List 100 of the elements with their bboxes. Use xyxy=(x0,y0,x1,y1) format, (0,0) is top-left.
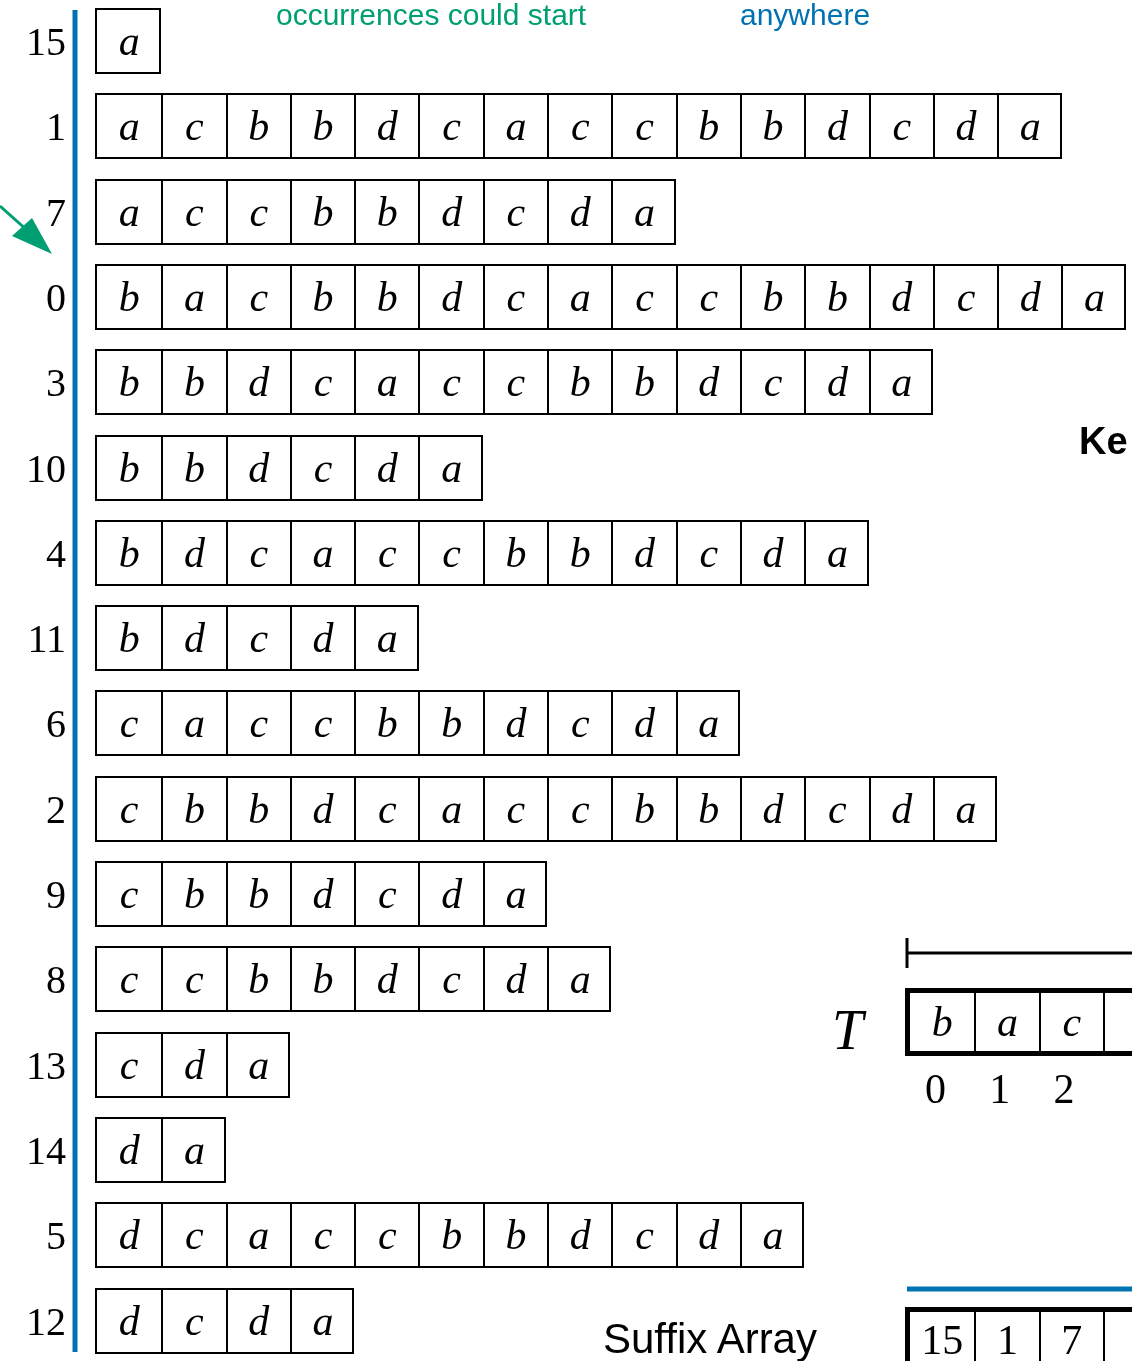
letter-cell: d xyxy=(482,948,548,1011)
letter-cell: a xyxy=(161,1118,226,1181)
letter-cell: b xyxy=(418,692,483,755)
suffix-index: 6 xyxy=(46,704,66,745)
letter-cell: c xyxy=(482,265,548,328)
letter-cell: c xyxy=(804,777,869,840)
letter-cell: d xyxy=(225,1289,290,1352)
letter-cell: a xyxy=(547,265,612,328)
letter-cell: a xyxy=(739,1204,805,1267)
letter-cell: c xyxy=(161,1204,226,1267)
letter-cell: b xyxy=(675,95,740,158)
letter-cell: c xyxy=(225,521,290,584)
letter-cell: d xyxy=(675,351,740,414)
letter-cell: c xyxy=(868,95,933,158)
letter-cell: a xyxy=(161,265,226,328)
letter-cell: d xyxy=(804,351,869,414)
letter-cell: a xyxy=(1061,265,1126,328)
letter-cell: c xyxy=(675,521,740,584)
suffix-row xyxy=(95,1031,290,1098)
index-cell: 7 xyxy=(1038,1312,1103,1361)
letter-cell: b xyxy=(225,95,290,158)
suffix-row xyxy=(95,605,419,672)
letter-cell: a xyxy=(225,1033,290,1096)
letter-cell: a xyxy=(482,95,548,158)
index-cell-text: 15 xyxy=(920,1316,965,1361)
letter-cell: c xyxy=(289,436,355,499)
suffix-row xyxy=(95,178,676,245)
suffix-row xyxy=(95,1287,355,1354)
letter-cell: d xyxy=(739,521,805,584)
letter-cell: b xyxy=(289,180,355,243)
letter-cell: c xyxy=(161,948,226,1011)
letter-cell: c xyxy=(161,180,226,243)
letter-cell: c xyxy=(289,351,355,414)
letter-cell: b xyxy=(547,351,612,414)
letter-cell: c xyxy=(611,1204,676,1267)
letter-cell: b xyxy=(804,265,869,328)
letter-cell: a xyxy=(974,993,1039,1051)
letter-cell: c xyxy=(289,692,355,755)
letter-cell: b xyxy=(547,521,612,584)
letter-cell: b xyxy=(611,777,676,840)
letter-cell: c xyxy=(547,777,612,840)
letter-cell: c xyxy=(354,1204,419,1267)
suffix-index: 1 xyxy=(46,107,66,148)
letter-cell-text: c xyxy=(118,699,140,749)
letter-cell: a xyxy=(225,1204,290,1267)
suffix-row xyxy=(95,946,612,1013)
heading-text: occurrences could start xyxy=(276,0,587,30)
suffix-index: 10 xyxy=(26,448,66,489)
letter-cell: a xyxy=(354,607,419,670)
letter-cell: b xyxy=(161,351,226,414)
letter-cell: b xyxy=(611,351,676,414)
letter-cell: d xyxy=(354,436,419,499)
letter-cell: d xyxy=(354,948,419,1011)
position-index: 1 xyxy=(989,1068,1011,1110)
letter-cell: c xyxy=(547,692,612,755)
letter-cell: b xyxy=(161,777,226,840)
letter-cell: c xyxy=(161,95,226,158)
heading-text: anywhere xyxy=(740,0,871,30)
letter-cell: d xyxy=(289,777,355,840)
suffix-index: 7 xyxy=(46,192,66,233)
letter-cell-text: b xyxy=(117,528,141,578)
letter-cell: a xyxy=(611,180,676,243)
suffix-index: 2 xyxy=(46,789,66,830)
letter-cell: d xyxy=(804,95,869,158)
letter-cell: b xyxy=(354,265,419,328)
letter-cell: b xyxy=(739,95,805,158)
letter-cell-text: a xyxy=(117,17,141,66)
suffix-index: 11 xyxy=(27,619,66,660)
letter-cell: c xyxy=(547,95,612,158)
letter-cell-text: c xyxy=(118,1040,140,1090)
letter-cell: c xyxy=(418,948,483,1011)
letter-cell: d xyxy=(932,95,998,158)
suffix-row xyxy=(95,8,162,74)
letter-cell: a xyxy=(418,777,483,840)
letter-cell-text: c xyxy=(118,784,140,834)
letter-cell: d xyxy=(289,863,355,925)
letter-cell: b xyxy=(289,265,355,328)
letter-cell-text: b xyxy=(930,998,954,1047)
letter-cell: a xyxy=(997,95,1062,158)
letter-cell: b xyxy=(482,521,548,584)
suffix-row xyxy=(95,1202,805,1269)
letter-cell: a xyxy=(418,436,483,499)
key-heading: Ke xyxy=(1079,422,1128,460)
letter-cell: a xyxy=(289,1289,355,1352)
suffix-index: 4 xyxy=(46,533,66,574)
letter-cell: a xyxy=(482,863,548,925)
letter-cell-text: d xyxy=(117,1125,141,1175)
suffix-row xyxy=(95,861,548,927)
letter-cell-text: b xyxy=(117,443,141,493)
letter-cell: c xyxy=(1038,993,1103,1051)
letter-cell: d xyxy=(611,692,676,755)
letter-cell: d xyxy=(289,607,355,670)
letter-cell: c xyxy=(482,777,548,840)
letter-cell: a xyxy=(868,351,933,414)
suffix-index: 13 xyxy=(26,1045,66,1086)
letter-cell: b xyxy=(354,180,419,243)
letter-cell: b xyxy=(161,863,226,925)
letter-cell-text: a xyxy=(117,187,141,237)
suffix-row xyxy=(95,93,1062,160)
letter-cell-text: d xyxy=(117,1211,141,1261)
